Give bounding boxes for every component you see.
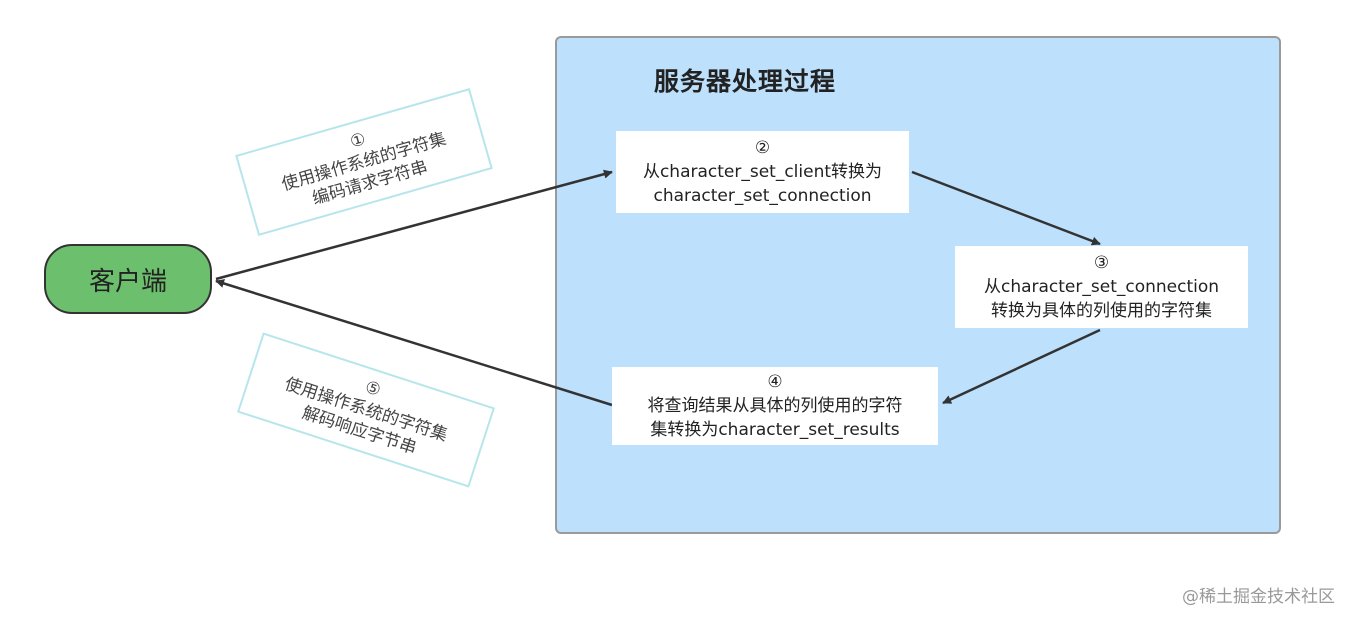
step-3-box: ③ 从character_set_connection 转换为具体的列使用的字符… [955,246,1248,328]
client-label: 客户端 [88,266,167,297]
client-node: 客户端 [44,244,212,314]
arrow-step4-to-client [215,279,613,407]
arrow-step3-to-step4 [942,328,1101,405]
step-2-number: ② [754,138,771,158]
step-4-line2: 集转换为character_set_results [650,420,900,440]
step-3-line2: 转换为具体的列使用的字符集 [991,301,1212,321]
server-title: 服务器处理过程 [654,67,837,96]
step-4-number: ④ [767,372,783,392]
step-3-line1: 从character_set_connection [983,277,1220,297]
step-4-box: ④ 将查询结果从具体的列使用的字符 集转换为character_set_resu… [612,367,938,445]
arrow-step2-to-step3 [911,170,1101,246]
step-2-line1: 从character_set_client转换为 [642,162,883,182]
step-3-number: ③ [1093,253,1110,273]
step-2-box: ② 从character_set_client转换为 character_set… [616,131,909,213]
step-4-line1: 将查询结果从具体的列使用的字符 [647,396,903,416]
watermark: @稀土掘金技术社区 [1182,587,1335,607]
arrow-client-to-step2 [215,169,613,281]
step-2-line2: character_set_connection [653,186,872,206]
